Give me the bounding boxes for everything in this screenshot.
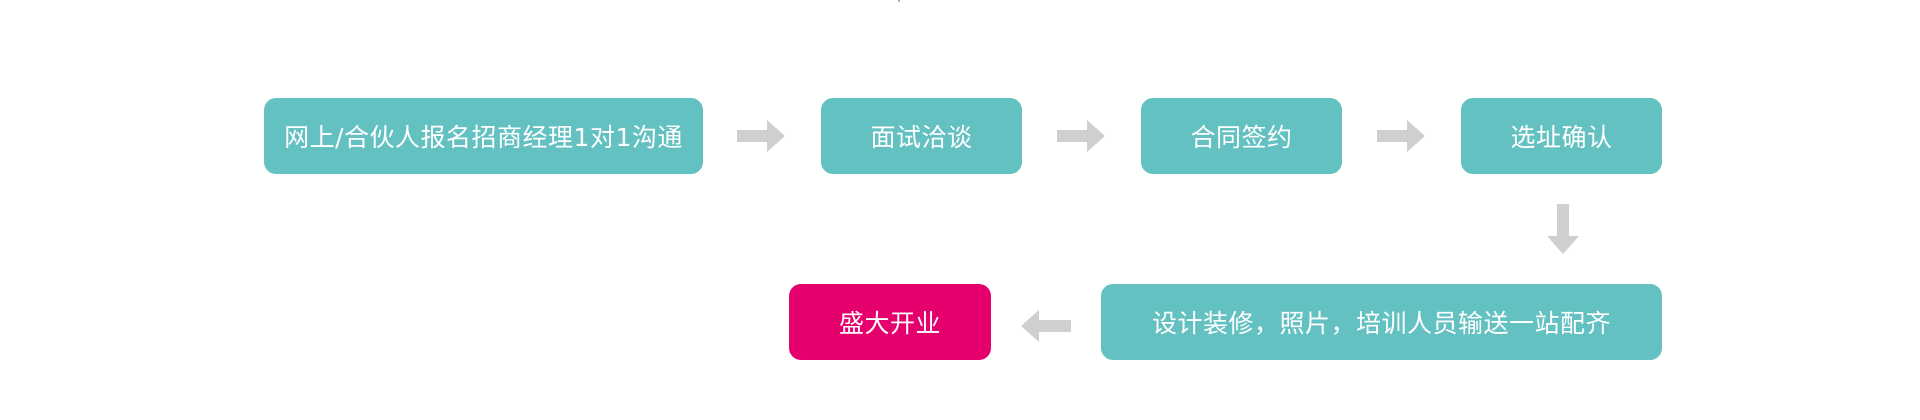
step-label: 盛大开业 (838, 309, 941, 338)
step-label: 网上/合伙人报名招商经理1对1沟通 (284, 123, 683, 152)
arrow-down-icon (1546, 204, 1580, 254)
step-contract-signing: 合同签约 (1141, 98, 1342, 174)
arrow-left-icon (1021, 309, 1071, 343)
step-label: 合同签约 (1190, 123, 1293, 152)
step-interview: 面试洽谈 (821, 98, 1022, 174)
step-grand-opening: 盛大开业 (789, 284, 991, 360)
arrow-right-icon (737, 119, 785, 153)
step-design-renovation-training: 设计装修，照片，培训人员输送一站配齐 (1101, 284, 1662, 360)
step-label: 面试洽谈 (870, 123, 973, 152)
arrow-right-icon (1377, 119, 1425, 153)
step-site-selection: 选址确认 (1461, 98, 1662, 174)
step-label: 选址确认 (1510, 123, 1613, 152)
step-label: 设计装修，照片，培训人员输送一站配齐 (1151, 309, 1611, 338)
step-online-registration: 网上/合伙人报名招商经理1对1沟通 (264, 98, 703, 174)
arrow-right-icon (1057, 119, 1105, 153)
decorative-dot (898, 0, 900, 2)
